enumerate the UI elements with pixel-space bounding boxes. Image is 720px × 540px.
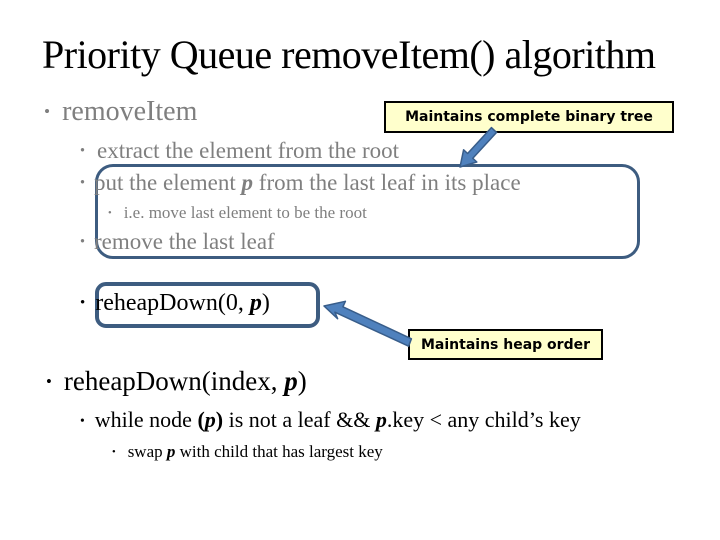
remove-leaf-label: remove the last leaf [94,229,275,254]
extract-label: extract the element from the root [97,138,400,163]
callout-binary-tree-label: Maintains complete binary tree [405,109,653,125]
bullet-icon: • [108,208,112,220]
while-label-p2: p [375,407,387,432]
bullet-icon: • [80,412,85,428]
reheap0-label-post: ) [261,290,270,316]
bullet-item-removeitem: • removeItem [44,96,197,128]
while-label-paren1: ( [197,407,205,432]
put-label-pre: put the element [94,170,242,195]
reheap-index-label-post: ) [297,366,307,396]
bullet-item-put: • put the element p from the last leaf in… [80,170,521,196]
removeitem-label: removeItem [62,96,198,127]
put-label-p: p [241,170,254,195]
bullet-icon: • [46,372,52,391]
bullet-icon: • [80,234,85,251]
while-label-paren2: ) [215,407,224,432]
bullet-icon: • [80,143,85,160]
bullet-item-reheap-index: • reheapDown(index, p) [46,366,307,397]
bullet-item-while: •while node (p) is not a leaf && p.key <… [80,407,581,432]
outline-box-remove-steps [95,164,640,259]
swap-label-p: p [166,442,176,461]
bullet-icon: • [112,447,116,459]
callout-heap-order-label: Maintains heap order [420,336,590,353]
arrow-binary-tree-icon [459,126,498,168]
swap-label-s2: with child that has largest key [175,442,383,461]
reheap-index-label-pre: reheapDown(index, [63,366,285,396]
reheap0-label-p: p [249,290,262,316]
while-label-s3: .key < any child’s key [386,407,581,432]
bullet-item-swap: • swap p with child that has largest key [112,442,383,462]
bullet-icon: • [80,175,85,192]
bullet-icon: • [44,101,51,121]
slide-title: Priority Queue removeItem() algorithm [42,32,656,77]
ie-label: i.e. move last element to be the root [123,203,367,222]
put-label-post: from the last leaf in its place [253,170,521,195]
swap-label-s1: swap [127,442,167,461]
callout-heap-order: Maintains heap order [408,329,603,360]
callout-binary-tree: Maintains complete binary tree [384,101,674,133]
while-label-s2: is not a leaf && [223,407,376,432]
while-label-p1: p [204,407,216,432]
bullet-item-ie: • i.e. move last element to be the root [108,203,367,223]
outline-box-reheapdown [95,282,320,328]
bullet-icon: • [80,295,86,312]
arrow-heap-order-icon [323,300,413,347]
bullet-item-reheap0: • reheapDown(0, p) [80,290,270,318]
while-label-s1: while node [94,407,198,432]
bullet-item-remove-leaf: • remove the last leaf [80,229,275,255]
bullet-item-extract: • extract the element from the root [80,138,399,164]
reheap0-label-pre: reheapDown(0, [95,290,250,316]
reheap-index-label-p: p [284,366,298,396]
